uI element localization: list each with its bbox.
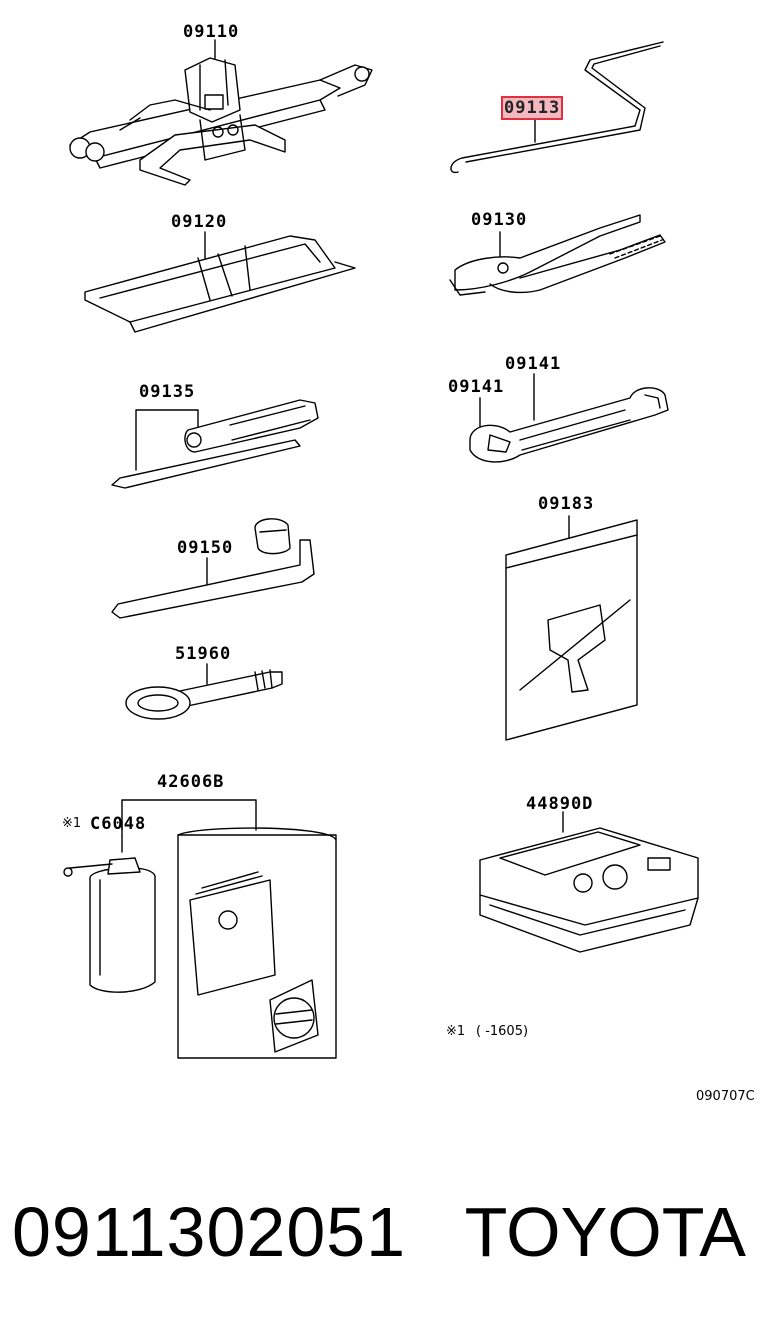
part-label-09141-lower[interactable]: 09141	[448, 377, 505, 397]
part-label-09113[interactable]: 09113	[500, 96, 564, 120]
part-label-09141-upper[interactable]: 09141	[505, 354, 562, 374]
part-label-51960[interactable]: 51960	[175, 644, 232, 664]
footnote-mark: ※1	[446, 1024, 466, 1039]
instruction-bag-drawing	[505, 515, 638, 741]
tool-bag-drawing	[84, 231, 356, 333]
part-label-09150[interactable]: 09150	[177, 538, 234, 558]
footer-part-number: 0911302051	[12, 1193, 407, 1271]
footnote-text: ( -1605)	[476, 1024, 529, 1039]
part-label-09110[interactable]: 09110	[183, 22, 240, 42]
part-label-42606B[interactable]: 42606B	[157, 772, 225, 792]
part-label-09183[interactable]: 09183	[538, 494, 595, 514]
part-label-09120[interactable]: 09120	[171, 212, 228, 232]
lug-wrench-drawing	[111, 518, 315, 619]
note-mark: ※1	[62, 816, 82, 831]
part-label-09130[interactable]: 09130	[471, 210, 528, 230]
wrenches-drawing	[469, 373, 669, 463]
diagram-code: 090707C	[696, 1089, 755, 1104]
parts-diagram	[63, 39, 699, 1059]
repair-kit-drawing	[63, 799, 337, 1059]
part-label-C6048[interactable]: C6048	[90, 814, 147, 834]
part-label-44890D[interactable]: 44890D	[526, 794, 594, 814]
towing-eye-drawing	[125, 663, 283, 720]
part-label-09135[interactable]: 09135	[139, 382, 196, 402]
footer-brand: TOYOTA	[464, 1193, 746, 1271]
jack-handle-drawing	[450, 41, 664, 174]
screwdriver-drawing	[111, 399, 319, 489]
pliers-drawing	[449, 214, 666, 296]
air-compressor-drawing	[479, 811, 699, 953]
scissor-jack-drawing	[69, 39, 373, 186]
